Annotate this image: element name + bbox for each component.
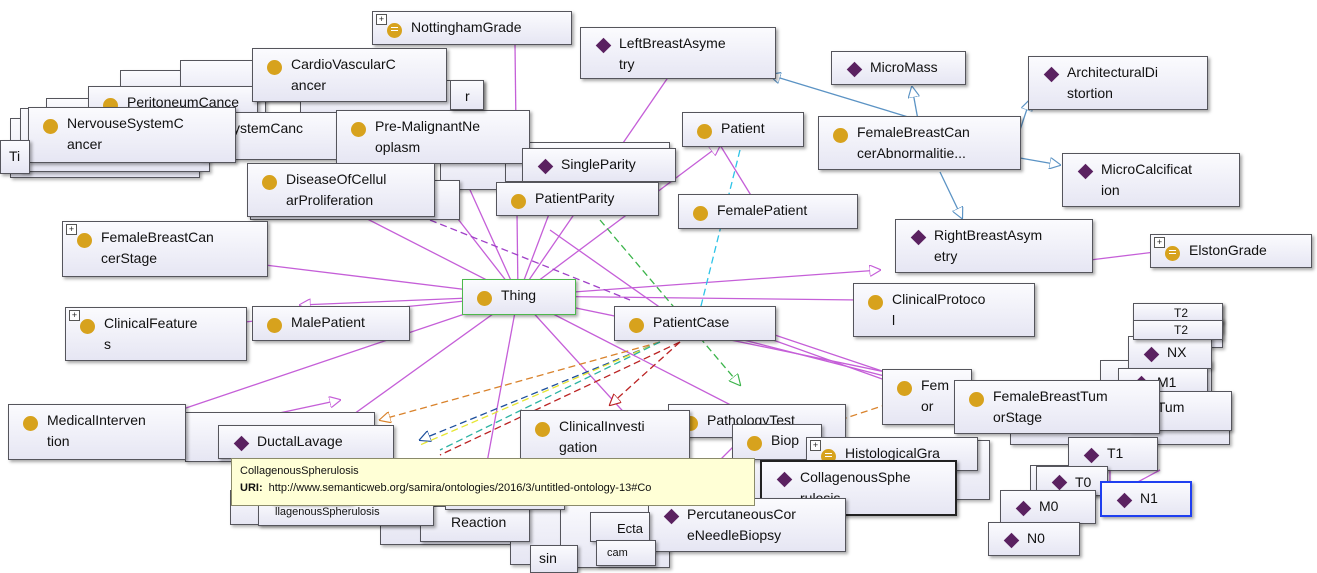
tooltip-title: CollagenousSpherulosis (240, 465, 359, 477)
individual-icon (1015, 500, 1032, 517)
node-female-breast-cancer-stage[interactable]: +FemaleBreastCan cerStage (62, 221, 268, 277)
individual-icon (846, 61, 863, 78)
class-icon (693, 206, 708, 221)
node-right-breast-asymmetry[interactable]: RightBreastAsym etry (895, 219, 1093, 273)
node-sin-fragment[interactable]: sin (530, 545, 578, 573)
node-female-breast-tumor-stage[interactable]: FemaleBreastTum orStage (954, 380, 1160, 434)
node-medical-intervention[interactable]: MedicalInterven tion (8, 404, 186, 460)
node-pre-malignant-neoplasm[interactable]: Pre-MalignantNe oplasm (336, 110, 530, 164)
datatype-icon (1165, 246, 1180, 261)
node-clinical-protocol[interactable]: ClinicalProtoco l (853, 283, 1035, 337)
class-icon (868, 295, 883, 310)
individual-icon (1077, 163, 1094, 180)
node-nx[interactable]: NX (1128, 336, 1212, 369)
class-icon (262, 175, 277, 190)
class-icon (477, 291, 492, 306)
tooltip-uri-label: URI: (240, 482, 263, 494)
class-icon (77, 233, 92, 248)
node-cardiovascular-cancer[interactable]: CardioVascularC ancer (252, 48, 447, 102)
class-icon (833, 128, 848, 143)
node-n1[interactable]: N1 (1100, 481, 1192, 517)
individual-icon (663, 508, 680, 525)
class-icon (511, 194, 526, 209)
node-m0[interactable]: M0 (1000, 490, 1096, 524)
node-female-patient[interactable]: FemalePatient (678, 194, 858, 229)
node-t-fragment[interactable]: Ti (0, 140, 30, 174)
node-elston-grade[interactable]: +ElstonGrade (1150, 234, 1312, 268)
class-icon (535, 422, 550, 437)
individual-icon (910, 229, 927, 246)
node-male-patient[interactable]: MalePatient (252, 306, 410, 341)
individual-icon (1043, 66, 1060, 83)
class-icon (267, 318, 282, 333)
node-r-fragment[interactable]: r (450, 80, 484, 110)
class-icon (267, 60, 282, 75)
expand-icon[interactable]: + (66, 224, 77, 235)
datatype-icon (387, 23, 402, 38)
class-icon (23, 416, 38, 431)
node-t1[interactable]: T1 (1068, 437, 1158, 471)
individual-icon (1083, 447, 1100, 464)
node-female-breast-cancer-abnormalities[interactable]: FemaleBreastCan cerAbnormalitie... (818, 116, 1021, 170)
expand-icon[interactable]: + (376, 14, 387, 25)
class-icon (629, 318, 644, 333)
node-left-breast-asymmetry[interactable]: LeftBreastAsyme try (580, 27, 776, 79)
individual-icon (595, 37, 612, 54)
node-t2-fragment-b[interactable]: T2 (1133, 320, 1223, 340)
node-disease-of-cellular-proliferation[interactable]: DiseaseOfCellul arProliferation (247, 163, 435, 217)
individual-icon (1116, 492, 1133, 509)
node-thing[interactable]: Thing (462, 279, 576, 315)
class-icon (747, 436, 762, 451)
node-patient-case[interactable]: PatientCase (614, 306, 776, 341)
edge-abn-rightasym (939, 171, 962, 218)
edge-elston (1089, 251, 1156, 261)
expand-icon[interactable]: + (69, 310, 80, 321)
individual-icon (537, 158, 554, 175)
node-percutaneous-core-needle-biopsy[interactable]: PercutaneousCor eNeedleBiopsy (648, 498, 846, 552)
node-patient-parity[interactable]: PatientParity (496, 182, 659, 216)
edge-dash-red (610, 341, 681, 405)
class-icon (897, 381, 912, 396)
individual-icon (1143, 346, 1160, 363)
edge-abn-microcalc (1019, 157, 1060, 165)
node-clinical-features[interactable]: +ClinicalFeature s (65, 307, 247, 361)
node-ductal-lavage[interactable]: DuctalLavage (218, 425, 394, 459)
class-icon (697, 124, 712, 139)
node-system-cancer[interactable]: ystemCanc (200, 112, 350, 160)
node-nervous-system-cancer[interactable]: NervouseSystemC ancer (28, 107, 236, 163)
hover-tooltip: CollagenousSpherulosis URI: http://www.se… (231, 458, 755, 506)
class-icon (43, 119, 58, 134)
class-icon (351, 122, 366, 137)
node-single-parity[interactable]: SingleParity (522, 148, 676, 182)
node-ecta-fragment[interactable]: Ecta (590, 512, 650, 542)
expand-icon[interactable]: + (810, 440, 821, 451)
node-n0[interactable]: N0 (988, 522, 1080, 556)
individual-icon (776, 471, 793, 488)
edge-dash-green (599, 219, 740, 385)
edge-dash-cyan (699, 149, 741, 311)
individual-icon (233, 435, 250, 452)
node-micro-calcification[interactable]: MicroCalcificat ion (1062, 153, 1240, 207)
node-cam-fragment[interactable]: cam (596, 540, 656, 566)
node-architectural-distortion[interactable]: ArchitecturalDi stortion (1028, 56, 1208, 110)
node-patient[interactable]: Patient (682, 112, 804, 147)
class-icon (80, 319, 95, 334)
edge-dash-orange (380, 341, 661, 420)
node-nottingham-grade[interactable]: +NottinghamGrade (372, 11, 572, 45)
individual-icon (1051, 474, 1068, 491)
node-micromass[interactable]: MicroMass (831, 51, 966, 85)
node-reaction-fragment[interactable]: Reaction (420, 506, 530, 542)
class-icon (969, 392, 984, 407)
expand-icon[interactable]: + (1154, 237, 1165, 248)
tooltip-uri-value: http://www.semanticweb.org/samira/ontolo… (268, 482, 652, 494)
individual-icon (1003, 532, 1020, 549)
